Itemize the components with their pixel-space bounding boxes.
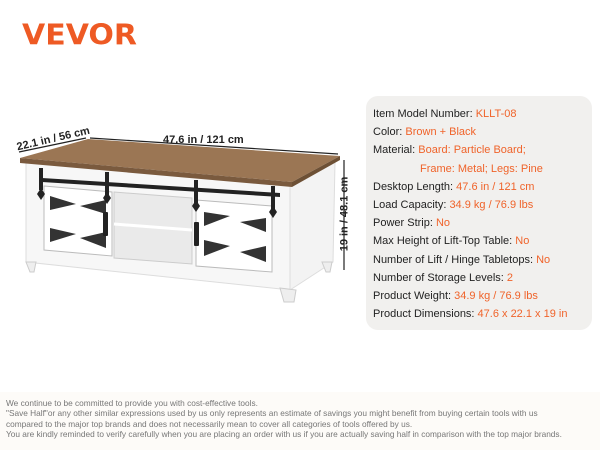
- disclaimer-footer: We continue to be committed to provide y…: [0, 392, 600, 450]
- height-dimension-label: 19 in / 48.1 cm: [338, 176, 351, 252]
- spec-label: Number of Lift / Hinge Tabletops:: [373, 253, 537, 266]
- spec-label: Material:: [373, 144, 419, 157]
- spec-value: No: [435, 217, 451, 230]
- spec-row: Product Dimensions: 47.6 x 22.1 x 19 in: [373, 305, 592, 323]
- right-door: [195, 199, 273, 273]
- door-hangers: [37, 168, 277, 246]
- spec-value: 34.9 kg / 76.9 lbs: [449, 199, 534, 212]
- spec-value: Brown + Black: [405, 126, 477, 139]
- door-handle: [194, 222, 199, 246]
- spec-row: Number of Storage Levels: 2: [373, 269, 592, 287]
- disclaimer-line: "Save Half"or any other similar expressi…: [6, 408, 538, 419]
- spec-value: 47.6 in / 121 cm: [456, 180, 535, 193]
- spec-label: Product Weight:: [373, 290, 455, 303]
- spec-row: Number of Lift / Hinge Tabletops: No: [373, 251, 592, 269]
- spec-row: Max Height of Lift-Top Table: No: [373, 232, 592, 250]
- spec-value: 34.9 kg / 76.9 lbs: [454, 290, 538, 303]
- spec-row: Load Capacity: 34.9 kg / 76.9 lbs: [373, 196, 592, 214]
- coffee-table-image: [18, 137, 345, 303]
- table-leg: [321, 261, 333, 273]
- spec-label: Desktop Length:: [373, 180, 457, 193]
- spec-label: Number of Storage Levels:: [373, 271, 507, 284]
- spec-row: Desktop Length: 47.6 in / 121 cm: [373, 178, 592, 196]
- spec-row: Color: Brown + Black: [373, 123, 592, 141]
- length-dimension-line: [89, 137, 339, 155]
- table-top-edge: [292, 156, 340, 187]
- table-leg: [279, 287, 297, 303]
- vevor-logo: VEVOR: [22, 18, 138, 53]
- spec-label: Product Dimensions:: [373, 308, 478, 321]
- table-top: [20, 139, 340, 182]
- length-dimension-label: 47.6 in / 121 cm: [163, 134, 244, 146]
- spec-row: Material: Board: Particle Board;: [373, 141, 592, 159]
- spec-value: No: [515, 235, 530, 248]
- spec-value: Frame: Metal; Legs: Pine: [420, 162, 543, 175]
- spec-label: Power Strip:: [373, 217, 436, 230]
- spec-label: Color:: [373, 126, 406, 139]
- spec-row: Frame: Metal; Legs: Pine: [373, 160, 592, 178]
- depth-dimension-line: [18, 137, 87, 153]
- disclaimer-line: compared to the major top brands and doe…: [6, 418, 413, 429]
- table-top-edge: [20, 158, 292, 187]
- spec-label: Item Model Number:: [373, 108, 476, 120]
- spec-value: 47.6 x 22.1 x 19 in: [477, 308, 568, 321]
- barn-door-rail: [42, 178, 280, 197]
- spec-label: Max Height of Lift-Top Table:: [373, 235, 516, 248]
- door-handle: [103, 212, 108, 236]
- disclaimer-line: You are kindly reminded to verify carefu…: [6, 428, 562, 439]
- spec-row: Item Model Number: KLLT-08: [373, 105, 592, 123]
- table-leg: [25, 261, 37, 273]
- spec-row: Product Weight: 34.9 kg / 76.9 lbs: [373, 287, 592, 305]
- spec-row: Power Strip: No: [373, 214, 592, 232]
- spec-value: Board: Particle Board;: [418, 144, 526, 157]
- spec-label: Load Capacity:: [373, 199, 450, 212]
- disclaimer-line: We continue to be committed to provide y…: [6, 398, 258, 408]
- spec-value: No: [536, 253, 551, 266]
- spec-value: KLLT-08: [475, 108, 517, 120]
- spec-value: 2: [506, 271, 514, 284]
